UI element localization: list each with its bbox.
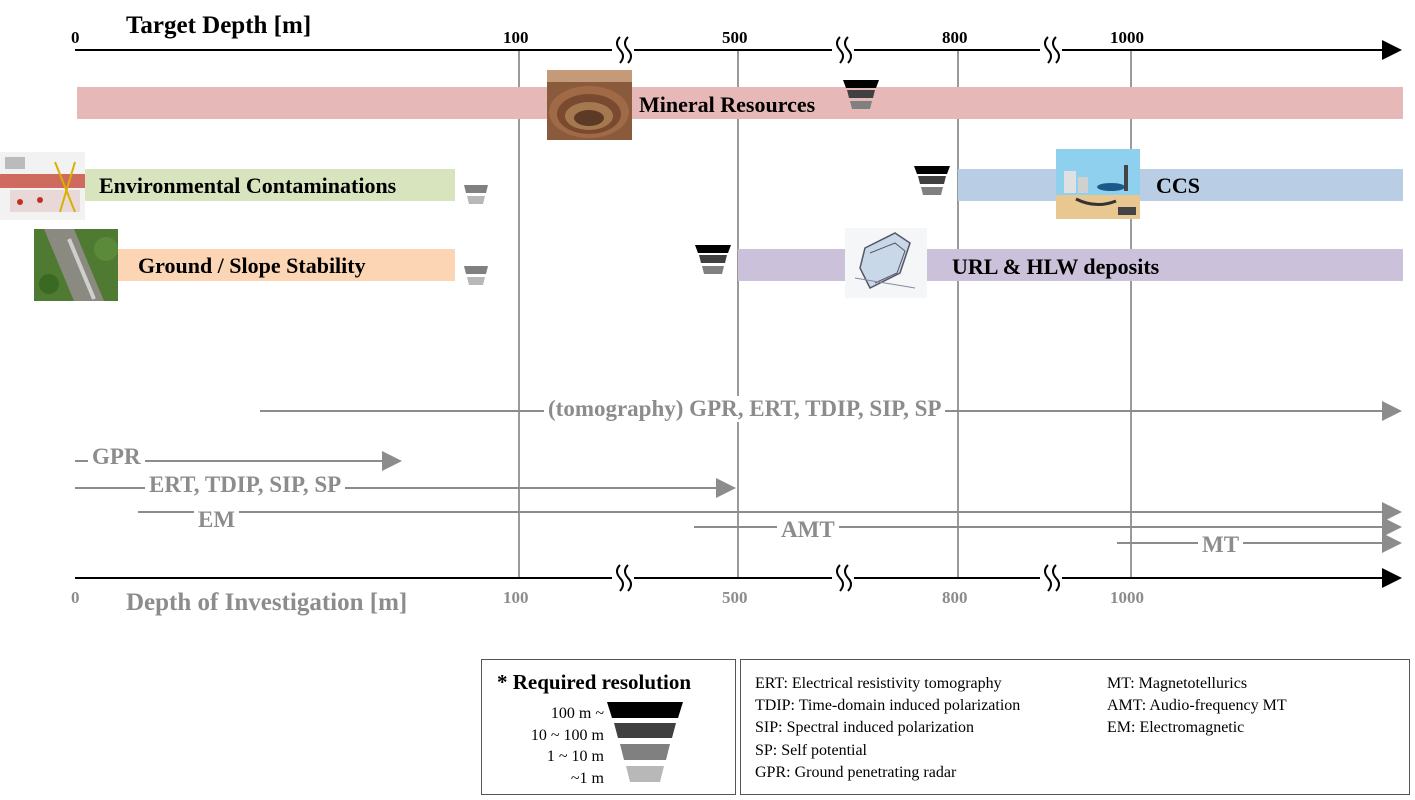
mt-method-label: MT	[1198, 532, 1244, 558]
landslide-image	[34, 229, 118, 301]
environmental-label: Environmental Contaminations	[99, 173, 397, 198]
mineral-band	[77, 87, 1403, 119]
bottom-tick-100: 100	[503, 588, 529, 607]
tomography-method-label: (tomography) GPR, ERT, TDIP, SIP, SP	[544, 396, 946, 422]
resolution-level-3: 1 ~ 10 m	[546, 748, 604, 765]
bottom-tick-500: 500	[722, 588, 748, 607]
abbr-mt: MT: Magnetotellurics	[1107, 675, 1248, 692]
top-axis-title: Target Depth [m]	[126, 12, 312, 39]
resolution-legend-title: * Required resolution	[497, 670, 692, 694]
top-tick-1000: 1000	[1110, 28, 1144, 47]
bottom-tick-800: 800	[942, 588, 968, 607]
contamination-site-image	[0, 152, 85, 220]
bottom-axis-breaks	[612, 564, 1062, 592]
environmental-band	[82, 169, 455, 201]
underground-lab-image	[845, 228, 927, 298]
ccs-illustration-image	[1056, 149, 1140, 219]
top-tick-500: 500	[722, 28, 748, 47]
bottom-tick-0: 0	[71, 588, 80, 607]
abbr-sp: SP: Self potential	[755, 742, 867, 759]
slope-resolution-icon	[464, 266, 488, 285]
abbr-sip: SIP: Spectral induced polarization	[755, 719, 975, 736]
abbr-tdip: TDIP: Time-domain induced polarization	[755, 697, 1021, 714]
url-label: URL & HLW deposits	[952, 254, 1160, 279]
bottom-tick-1000: 1000	[1110, 588, 1144, 607]
slope-band	[117, 249, 455, 281]
ccs-resolution-icon	[914, 166, 950, 195]
abbr-amt: AMT: Audio-frequency MT	[1107, 697, 1287, 714]
abbr-gpr: GPR: Ground penetrating radar	[755, 764, 957, 781]
environmental-resolution-icon	[464, 185, 488, 204]
slope-label: Ground / Slope Stability	[138, 253, 366, 278]
resolution-scale-icon	[607, 702, 683, 782]
gpr-method-label: GPR	[88, 444, 145, 470]
abbr-ert: ERT: Electrical resistivity tomography	[755, 675, 1002, 692]
mineral-resolution-icon	[843, 80, 879, 109]
abbreviation-legend: ERT: Electrical resistivity tomography T…	[740, 659, 1410, 795]
bottom-axis-title: Depth of Investigation [m]	[126, 589, 408, 616]
top-tick-800: 800	[942, 28, 968, 47]
em-method-label: EM	[194, 507, 240, 533]
url-resolution-icon	[695, 245, 731, 274]
top-tick-100: 100	[503, 28, 529, 47]
ccs-label: CCS	[1156, 173, 1201, 198]
resolution-level-4: ~1 m	[570, 770, 604, 787]
top-axis-breaks	[612, 36, 1062, 64]
top-tick-0: 0	[71, 28, 80, 47]
resolution-legend: * Required resolution 100 m ~ 10 ~ 100 m…	[481, 659, 736, 795]
amt-method-label: AMT	[777, 517, 839, 543]
resolution-level-2: 10 ~ 100 m	[530, 727, 604, 744]
depth-gridlines	[518, 50, 1132, 578]
ccs-band	[958, 169, 1403, 201]
mineral-label: Mineral Resources	[639, 92, 816, 117]
abbr-em: EM: Electromagnetic	[1107, 719, 1245, 736]
ert-method-label: ERT, TDIP, SIP, SP	[145, 472, 346, 498]
resolution-level-1: 100 m ~	[550, 705, 604, 722]
open-pit-mine-image	[547, 70, 632, 140]
